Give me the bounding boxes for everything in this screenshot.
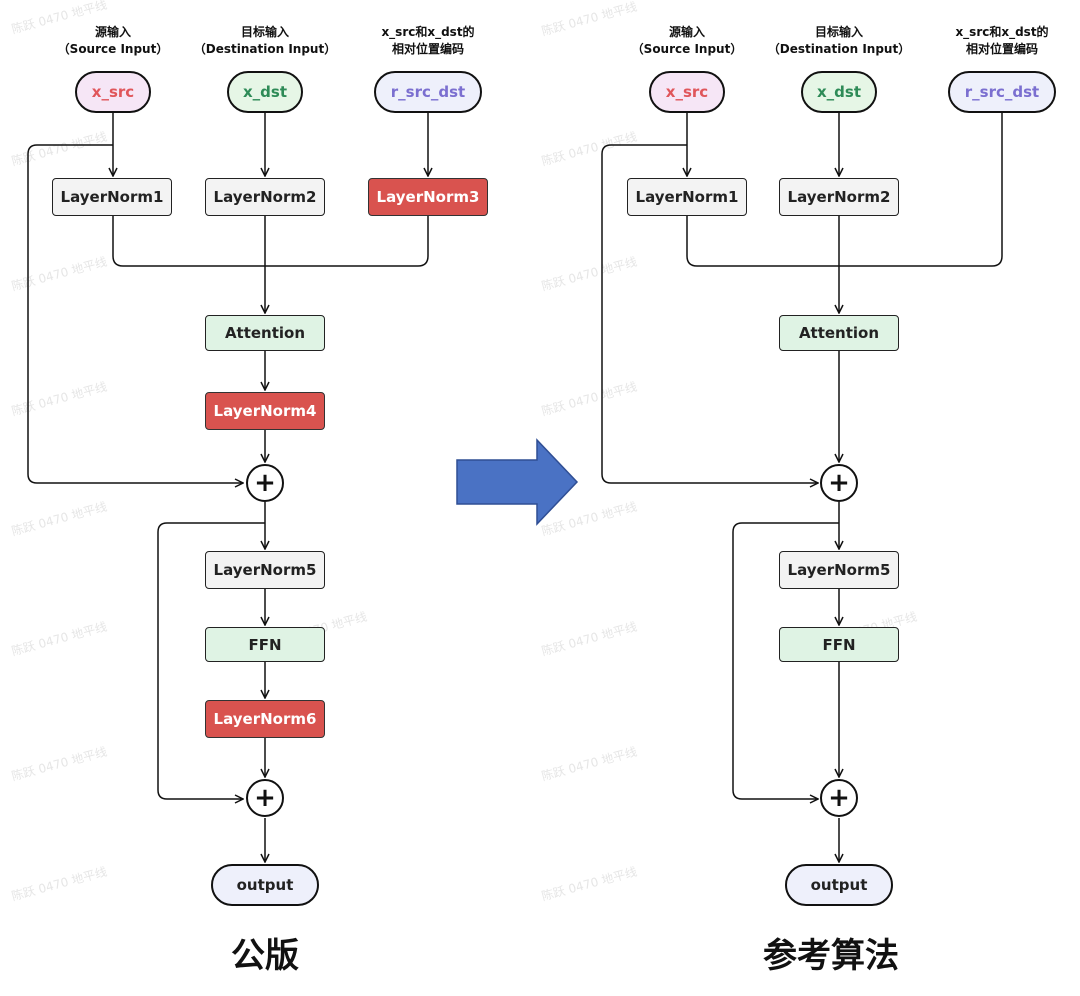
right-x-dst-node: x_dst bbox=[801, 71, 877, 113]
input-title: 目标输入 bbox=[240, 25, 289, 39]
transition-arrow-icon bbox=[456, 438, 579, 526]
left-layernorm3-box: LayerNorm3 bbox=[368, 178, 488, 216]
right-output-node: output bbox=[785, 864, 893, 906]
left-r-src-dst-node: r_src_dst bbox=[374, 71, 482, 113]
left-layernorm6-box: LayerNorm6 bbox=[205, 700, 325, 738]
input-title: 目标输入 bbox=[814, 25, 863, 39]
right-input-src-header: 源输入 （Source Input） bbox=[632, 24, 743, 58]
right-attention-box: Attention bbox=[779, 315, 899, 351]
left-add-2-icon: + bbox=[246, 779, 284, 817]
right-input-rel-header: x_src和x_dst的 相对位置编码 bbox=[955, 24, 1048, 58]
left-layernorm2-box: LayerNorm2 bbox=[205, 178, 325, 216]
left-add-1-icon: + bbox=[246, 464, 284, 502]
input-subtitle: （Destination Input） bbox=[193, 42, 337, 56]
right-x-src-node: x_src bbox=[649, 71, 725, 113]
left-attention-box: Attention bbox=[205, 315, 325, 351]
input-title: x_src和x_dst的 bbox=[381, 25, 475, 39]
left-layernorm5-box: LayerNorm5 bbox=[205, 551, 325, 589]
input-title: x_src和x_dst的 bbox=[955, 25, 1049, 39]
input-subtitle: （Destination Input） bbox=[767, 42, 911, 56]
input-title: 源输入 bbox=[668, 25, 705, 39]
right-layernorm5-box: LayerNorm5 bbox=[779, 551, 899, 589]
right-input-dst-header: 目标输入 （Destination Input） bbox=[768, 24, 910, 58]
input-subtitle: 相对位置编码 bbox=[965, 42, 1038, 56]
left-ffn-box: FFN bbox=[205, 627, 325, 662]
left-input-src-header: 源输入 （Source Input） bbox=[58, 24, 169, 58]
right-ffn-box: FFN bbox=[779, 627, 899, 662]
right-layernorm1-box: LayerNorm1 bbox=[627, 178, 747, 216]
left-layernorm1-box: LayerNorm1 bbox=[52, 178, 172, 216]
right-add-2-icon: + bbox=[820, 779, 858, 817]
right-caption: 参考算法 bbox=[763, 936, 899, 976]
input-title: 源输入 bbox=[94, 25, 131, 39]
right-add-1-icon: + bbox=[820, 464, 858, 502]
left-layernorm4-box: LayerNorm4 bbox=[205, 392, 325, 430]
left-caption: 公版 bbox=[231, 936, 299, 976]
input-subtitle: （Source Input） bbox=[631, 42, 743, 56]
input-subtitle: 相对位置编码 bbox=[391, 42, 464, 56]
left-input-dst-header: 目标输入 （Destination Input） bbox=[194, 24, 336, 58]
right-r-src-dst-node: r_src_dst bbox=[948, 71, 1056, 113]
left-x-src-node: x_src bbox=[75, 71, 151, 113]
input-subtitle: （Source Input） bbox=[57, 42, 169, 56]
right-layernorm2-box: LayerNorm2 bbox=[779, 178, 899, 216]
left-input-rel-header: x_src和x_dst的 相对位置编码 bbox=[381, 24, 474, 58]
left-output-node: output bbox=[211, 864, 319, 906]
left-x-dst-node: x_dst bbox=[227, 71, 303, 113]
